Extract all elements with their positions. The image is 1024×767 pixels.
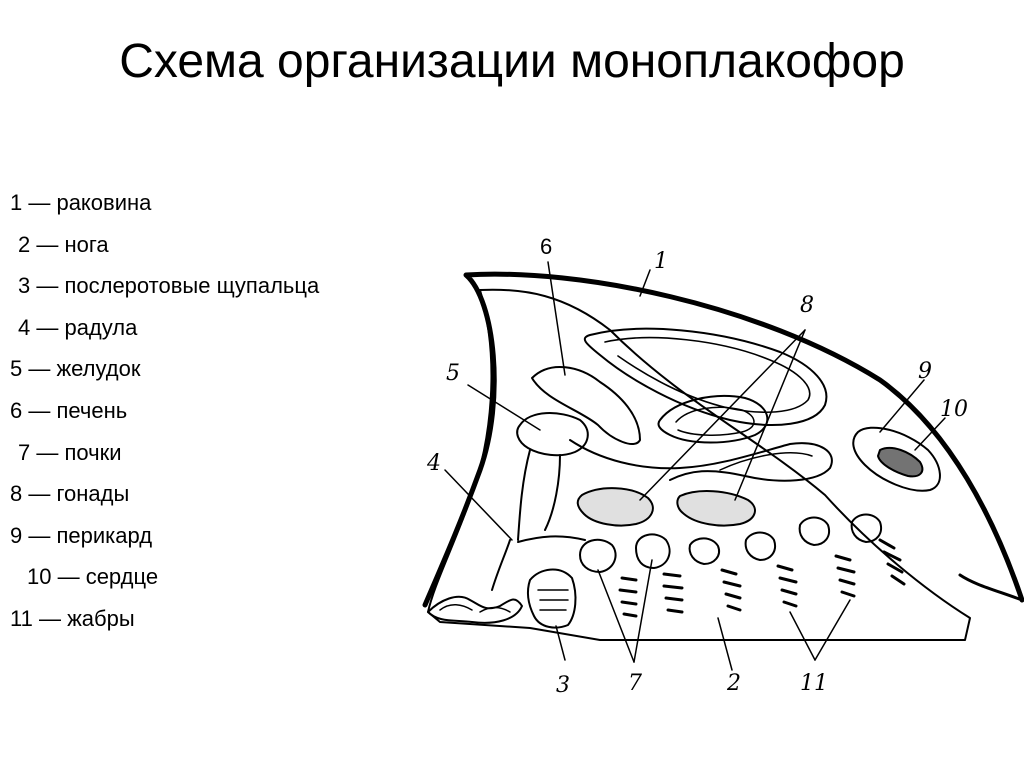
intestine: [583, 327, 828, 426]
legend-item-3: 3 — послеротовые щупальца: [18, 273, 320, 299]
label-9: 9: [918, 359, 932, 384]
gonad-left: [576, 487, 654, 527]
label-3: 3: [556, 673, 570, 698]
legend-item-1: 1 — раковина: [10, 190, 152, 215]
label-8: 8: [800, 293, 814, 318]
stomach: [516, 412, 589, 457]
tentacles: [526, 568, 577, 629]
label-6: 6: [540, 234, 552, 259]
kidneys: [579, 513, 882, 573]
heart: [877, 446, 924, 478]
legend-item-7: 7 — почки: [18, 439, 122, 465]
legend-item-9: 9 — перикард: [10, 522, 153, 548]
liver: [531, 366, 641, 445]
legend-item-8: 8 — гонады: [10, 481, 130, 507]
legend-item-4: 4 — радула: [18, 314, 138, 340]
slide-title: Схема организации моноплакофор: [119, 35, 905, 88]
radula: [491, 535, 586, 591]
legend: 1 — раковина 2 — нога 3 — послеротовые щ…: [10, 185, 319, 643]
label-11: 11: [800, 671, 828, 696]
foot: [427, 595, 523, 624]
label-10: 10: [940, 397, 968, 422]
shell: [422, 271, 1024, 608]
gonad-right: [676, 490, 756, 527]
legend-item-5: 5 — желудок: [10, 356, 141, 382]
legend-item-10: 10 — сердце: [27, 564, 159, 590]
label-7: 7: [628, 671, 642, 696]
pericardium: [852, 426, 941, 492]
label-4: 4: [426, 451, 441, 476]
label-5: 5: [446, 361, 460, 386]
label-2: 2: [726, 671, 741, 696]
legend-item-11: 11 — жабры: [10, 605, 135, 631]
legend-item-6: 6 — печень: [10, 397, 128, 423]
leader-lines: [444, 261, 946, 671]
legend-item-2: 2 — нога: [18, 231, 109, 257]
gills: [618, 538, 906, 618]
label-1: 1: [654, 249, 668, 274]
